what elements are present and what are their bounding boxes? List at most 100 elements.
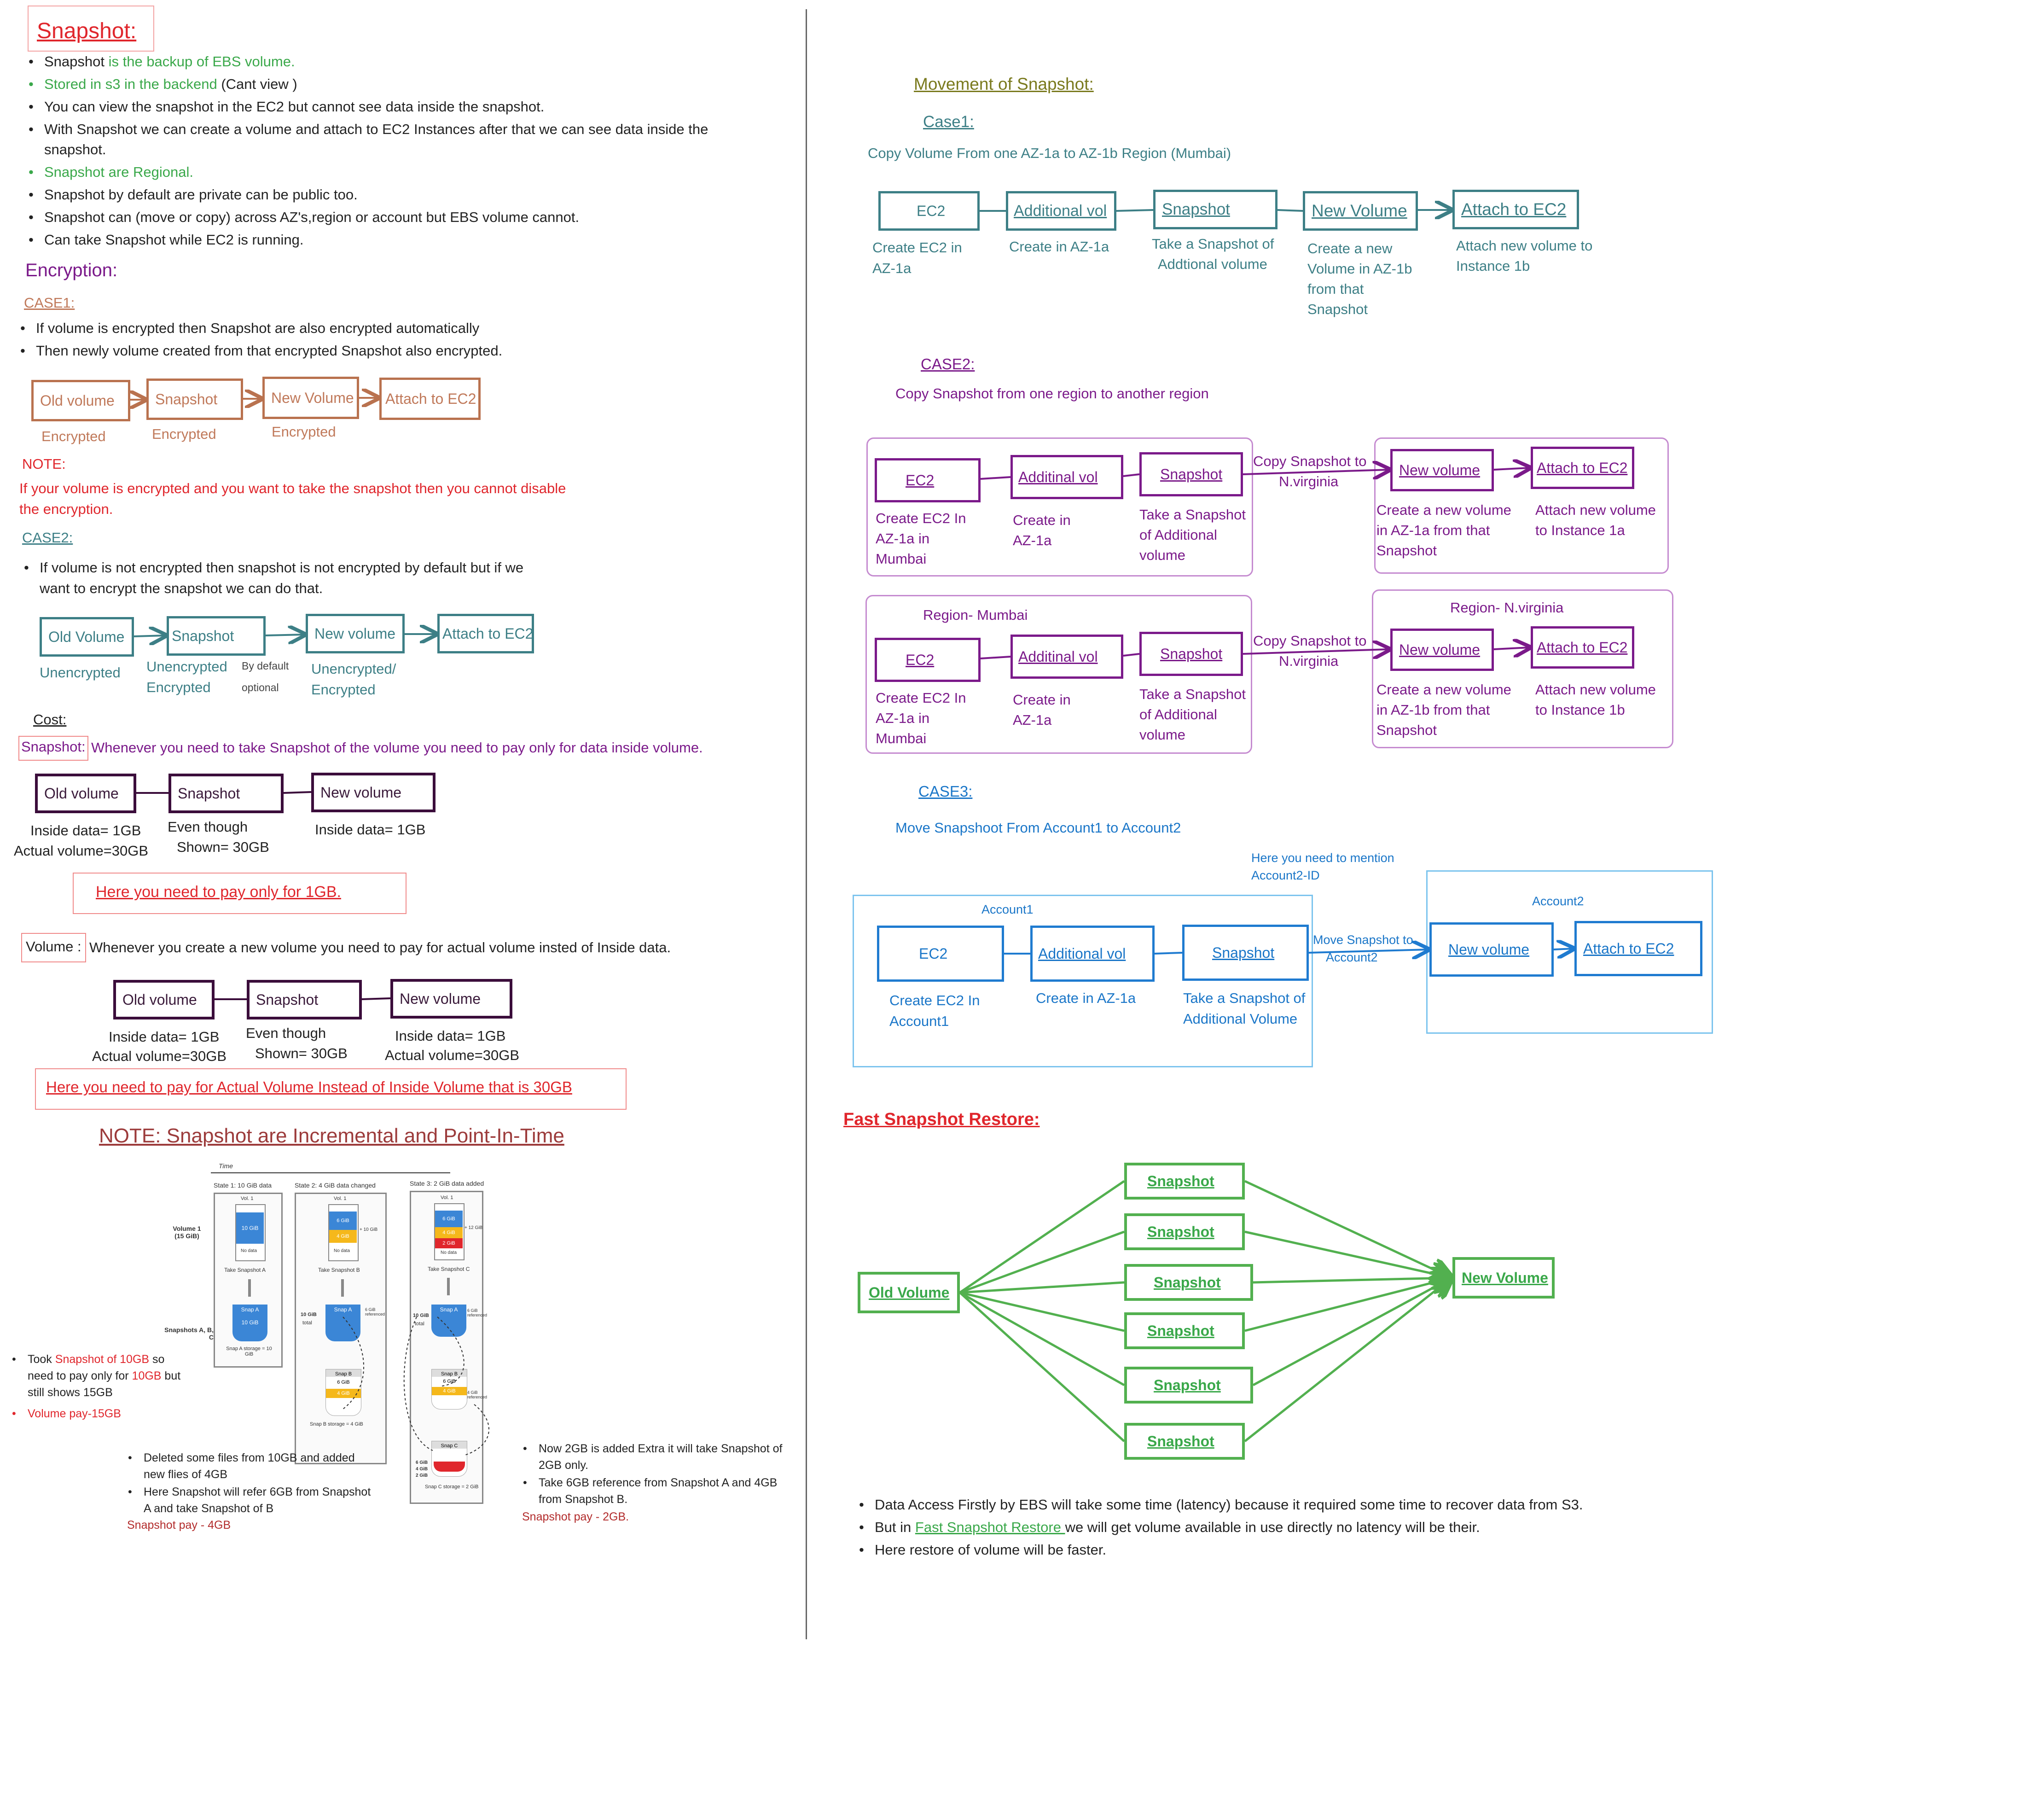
fig-time-arrow (211, 1172, 450, 1173)
column-divider (806, 9, 807, 1639)
fig-snap-a-label: Snap A (241, 1306, 259, 1313)
fsr-in-1 (959, 1180, 1125, 1294)
note-line-2: the encryption. (19, 501, 113, 517)
move-case1-cap-1a: Create EC2 in (872, 239, 962, 256)
fig-block-c2: 2 GiB (435, 1238, 463, 1248)
enc-case1-bullet-1: If volume is encrypted then Snapshot are… (20, 320, 479, 337)
case2-r1-cap-1c: Mumbai (876, 551, 927, 567)
fig-block-b4: 4 GiB (329, 1230, 357, 1243)
cost2-note: Here you need to pay for Actual Volume I… (46, 1078, 572, 1095)
fig-snap-b-label-c: Snap B (432, 1369, 467, 1377)
fig-ref-arc-c1 (437, 1316, 465, 1386)
c2r1-conn-2 (1123, 473, 1140, 477)
move-case1-cap-5a: Attach new volume to (1456, 238, 1593, 254)
fsr-out-5 (1252, 1278, 1452, 1386)
enc-case1-label: CASE1: (24, 295, 75, 311)
case2-row2-ec2: EC2 (875, 638, 981, 682)
snapshot-title: Snapshot: (37, 19, 137, 43)
fig-state2: State 2: 4 GiB data changed (295, 1182, 376, 1189)
fig-snap-c-red (434, 1462, 465, 1472)
move-case1-cap-4a: Create a new (1307, 240, 1393, 256)
move-case1-cap-3a: Take a Snapshot of (1152, 236, 1274, 252)
case2-copy-2a: Copy Snapshot to (1253, 633, 1367, 649)
case3-cap-3b: Additional Volume (1183, 1011, 1298, 1027)
fig-total-b-size: 10 GiB (301, 1312, 317, 1317)
fig-take-a: Take Snapshot A (224, 1267, 266, 1273)
case2-r2-cap-2a: Create in (1013, 692, 1071, 708)
move-case1-cap-4b: Volume in AZ-1b (1307, 261, 1412, 277)
fig-arrow-b (341, 1279, 344, 1297)
cost2-cap-5: Inside data= 1GB (395, 1028, 506, 1044)
cost2-cap-6: Actual volume=30GB (385, 1047, 520, 1063)
fsr-bullet-3: Here restore of volume will be faster. (859, 1542, 1106, 1558)
mention-line-1: Here you need to mention (1251, 851, 1394, 865)
fig-bucket-a: Snap A 10 GiB (232, 1305, 267, 1341)
fig-snap-a-size: 10 GiB (241, 1319, 259, 1326)
enc-case2-cap-4: By default (242, 660, 289, 672)
fig-state1: State 1: 10 GiB data (214, 1182, 272, 1189)
fsr-new-volume: New Volume (1452, 1257, 1555, 1299)
move-case3-label: CASE3: (918, 783, 973, 800)
fsr-in-2 (959, 1230, 1125, 1294)
enc-case2-cap-2: Unencrypted (146, 658, 227, 675)
case2-row1-left-region (866, 437, 1253, 577)
mv1-conn-3 (1277, 209, 1303, 212)
case2-r1-cap-4b: in AZ-1a from that (1376, 522, 1490, 538)
deleted-line-2: new flies of 4GB (144, 1468, 228, 1481)
case2-r2-cap-1c: Mumbai (876, 730, 927, 746)
bullet-2: Stored in s3 in the backend (Cant view ) (29, 76, 297, 93)
bullet-5: Snapshot are Regional. (29, 164, 193, 181)
case3-snapshot: Snapshot (1182, 925, 1309, 981)
fig-bucket-b-a: Snap A (325, 1305, 360, 1341)
cost-snapshot-text: Whenever you need to take Snapshot of th… (91, 740, 703, 756)
fsr-snapshot-6: Snapshot (1124, 1423, 1245, 1460)
cost2-snapshot: Snapshot (247, 980, 362, 1019)
fig-state1-panel: Vol. 1 10 GiB No data Take Snapshot A Sn… (214, 1193, 283, 1368)
now-line-1: Now 2GB is added Extra it will take Snap… (523, 1442, 782, 1456)
cost1-cap-5: Inside data= 1GB (315, 821, 426, 838)
move-case1-attach: Attach to EC2 (1452, 190, 1579, 229)
incremental-title: NOTE: Snapshot are Incremental and Point… (99, 1124, 564, 1147)
fsr-snapshot-1: Snapshot (1124, 1163, 1245, 1200)
move-case1-new-volume: New Volume (1303, 191, 1418, 231)
case2-r1-cap-3c: volume (1139, 547, 1185, 563)
move-case1-cap-5b: Instance 1b (1456, 258, 1530, 274)
enc-case2-cap-5: optional (242, 681, 279, 693)
bullet-4-cont: snapshot. (44, 141, 106, 157)
cost1-note: Here you need to pay only for 1GB. (96, 883, 341, 901)
fsr-fan (959, 1180, 1452, 1442)
case2-row2-additional-vol: Additinal vol (1010, 635, 1123, 679)
fig-state3-panel: Vol. 1 6 GiB 4 GiB 2 GiB + 12 GiB No dat… (410, 1191, 487, 1504)
case2-row2-right-region (1372, 589, 1673, 748)
fsr-title: Fast Snapshot Restore: (843, 1110, 1040, 1129)
case2-r2-cap-3b: of Additional (1139, 706, 1217, 722)
fig-vol1-label-c: Vol. 1 (441, 1195, 453, 1200)
fig-state2-panel: Vol. 1 6 GiB 4 GiB + 10 GiB No data Take… (295, 1193, 387, 1464)
account1-label: Account1 (981, 903, 1034, 916)
move-case1-desc: Copy Volume From one AZ-1a to AZ-1b Regi… (868, 145, 1231, 161)
region-virginia: Region- N.virginia (1450, 600, 1564, 616)
fig-snap-a-label-c: Snap A (440, 1306, 458, 1313)
note-line-1: If your volume is encrypted and you want… (19, 480, 566, 496)
fig-block-a10: 10 GiB (236, 1212, 264, 1244)
now-line-3: Take 6GB reference from Snapshot A and 4… (523, 1476, 777, 1490)
case2-copy-2b: N.virginia (1279, 653, 1339, 669)
took-note-line2: need to pay only for 10GB but (28, 1369, 181, 1382)
case2-r1-cap-1a: Create EC2 In (876, 510, 966, 526)
fig-total-c: total (415, 1321, 424, 1327)
enc-case1-cap-2: Encrypted (152, 426, 216, 442)
enc-case2-new-volume: New volume (306, 614, 405, 653)
case2-row2-snapshot: Snapshot (1139, 632, 1243, 676)
enc-case1-snapshot: Snapshot (146, 379, 243, 420)
fig-bucket-b: Snap B 6 GiB 4 GiB (325, 1369, 361, 1416)
case3-cap-3a: Take a Snapshot of (1183, 990, 1306, 1006)
fsr-in-4 (959, 1291, 1125, 1332)
cost-label: Cost: (33, 711, 67, 728)
fig-c-4: 4 GiB (416, 1467, 428, 1472)
case2-copy-1a: Copy Snapshot to (1253, 453, 1367, 469)
fig-storage-a: Snap A storage = 10 GiB (226, 1346, 272, 1357)
fig-c-2: 2 GiB (416, 1473, 428, 1478)
fsr-link[interactable]: Fast Snapshot Restore (915, 1519, 1065, 1535)
cost2-old-volume: Old volume (113, 980, 215, 1019)
case3-additional-vol: Additional vol (1030, 926, 1155, 982)
